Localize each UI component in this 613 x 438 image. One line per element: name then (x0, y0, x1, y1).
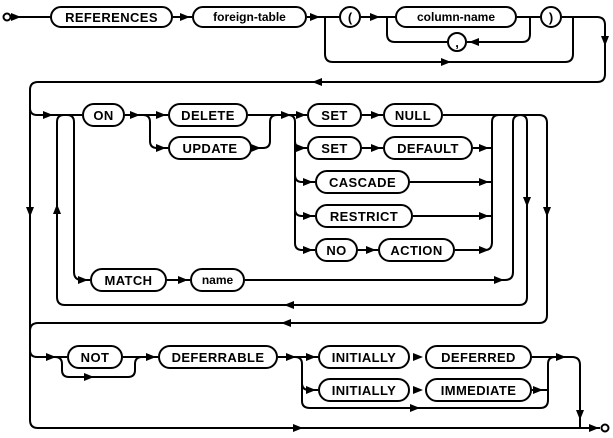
arrowhead (523, 197, 531, 207)
arrowhead (589, 424, 599, 432)
arrowhead (370, 13, 380, 21)
wire-on-entry (29, 107, 82, 116)
null-keyword-box: NULL (383, 103, 443, 127)
arrowhead (479, 178, 489, 186)
arrowhead (284, 301, 294, 309)
references-keyword-box: REFERENCES (50, 6, 173, 28)
arrowhead (371, 144, 381, 152)
arrowhead (281, 319, 291, 327)
action-keyword-box: ACTION (378, 238, 455, 262)
arrowhead (296, 111, 306, 119)
arrowhead (410, 404, 420, 412)
arrowhead (306, 353, 316, 361)
arrowhead (251, 144, 261, 152)
arrowhead (310, 13, 320, 21)
arrowhead (494, 276, 504, 284)
immediate-keyword-box: IMMEDIATE (425, 378, 532, 402)
arrowhead (180, 13, 190, 21)
column-name-box: column-name (395, 6, 517, 28)
wire-on-split (125, 114, 168, 149)
wire-match-branch (66, 114, 90, 281)
arrowhead (53, 204, 61, 214)
no-keyword-box: NO (315, 238, 358, 262)
update-keyword-box: UPDATE (168, 136, 252, 160)
arrowhead (11, 13, 21, 21)
arrowhead (303, 246, 313, 254)
end-terminal (600, 423, 610, 433)
wire-update-merge (248, 114, 307, 149)
arrowhead (441, 58, 451, 66)
arrowhead (281, 111, 291, 119)
arrowhead (46, 353, 56, 361)
arrowhead (156, 111, 166, 119)
arrowhead (296, 144, 306, 152)
deferrable-keyword-box: DEFERRABLE (158, 345, 278, 369)
arrowhead (293, 424, 303, 432)
arrowhead (601, 36, 609, 46)
arrowhead (533, 386, 543, 394)
arrowhead (130, 111, 140, 119)
arrowhead (303, 212, 313, 220)
arrowhead (312, 78, 322, 86)
close-paren-circle: ) (540, 6, 562, 28)
arrowhead (413, 353, 423, 361)
default-keyword-box: DEFAULT (383, 136, 473, 160)
on-keyword-box: ON (82, 103, 125, 127)
start-terminal (2, 12, 12, 22)
open-paren-circle: ( (339, 6, 361, 28)
arrowhead (576, 410, 584, 420)
arrowhead (413, 386, 423, 394)
initially-immediate-keyword-box: INITIALLY (318, 378, 410, 402)
name-box: name (190, 268, 245, 292)
arrowhead (303, 178, 313, 186)
arrowhead (84, 373, 94, 381)
arrowhead (156, 144, 166, 152)
arrowhead (479, 246, 489, 254)
arrowhead (556, 353, 566, 361)
arrowhead (479, 212, 489, 220)
wire-not-bypass (54, 356, 143, 378)
arrowhead (366, 246, 376, 254)
wire-not-entry (29, 349, 67, 358)
set-null-keyword-box: SET (307, 103, 362, 127)
arrowhead (26, 207, 34, 217)
arrowhead (479, 144, 489, 152)
arrowhead (146, 353, 156, 361)
arrowhead (43, 111, 53, 119)
arrowhead (543, 207, 551, 217)
cascade-keyword-box: CASCADE (315, 170, 410, 194)
arrowheads (11, 13, 609, 432)
restrict-keyword-box: RESTRICT (315, 204, 413, 228)
comma-circle: , (447, 32, 467, 52)
match-keyword-box: MATCH (90, 268, 167, 292)
foreign-table-box: foreign-table (192, 6, 307, 28)
set-default-keyword-box: SET (307, 136, 362, 160)
deferred-keyword-box: DEFERRED (425, 345, 532, 369)
not-keyword-box: NOT (67, 345, 123, 369)
initially-deferred-keyword-box: INITIALLY (318, 345, 410, 369)
wire-comma-loop (386, 17, 531, 43)
arrowhead (286, 353, 296, 361)
arrowhead (469, 38, 479, 46)
arrowhead (78, 276, 88, 284)
arrowhead (371, 111, 381, 119)
delete-keyword-box: DELETE (168, 103, 248, 127)
wire-clause-exit (29, 114, 548, 332)
wire-deferred-out (532, 356, 581, 428)
arrowhead (178, 276, 188, 284)
arrowhead (306, 386, 316, 394)
